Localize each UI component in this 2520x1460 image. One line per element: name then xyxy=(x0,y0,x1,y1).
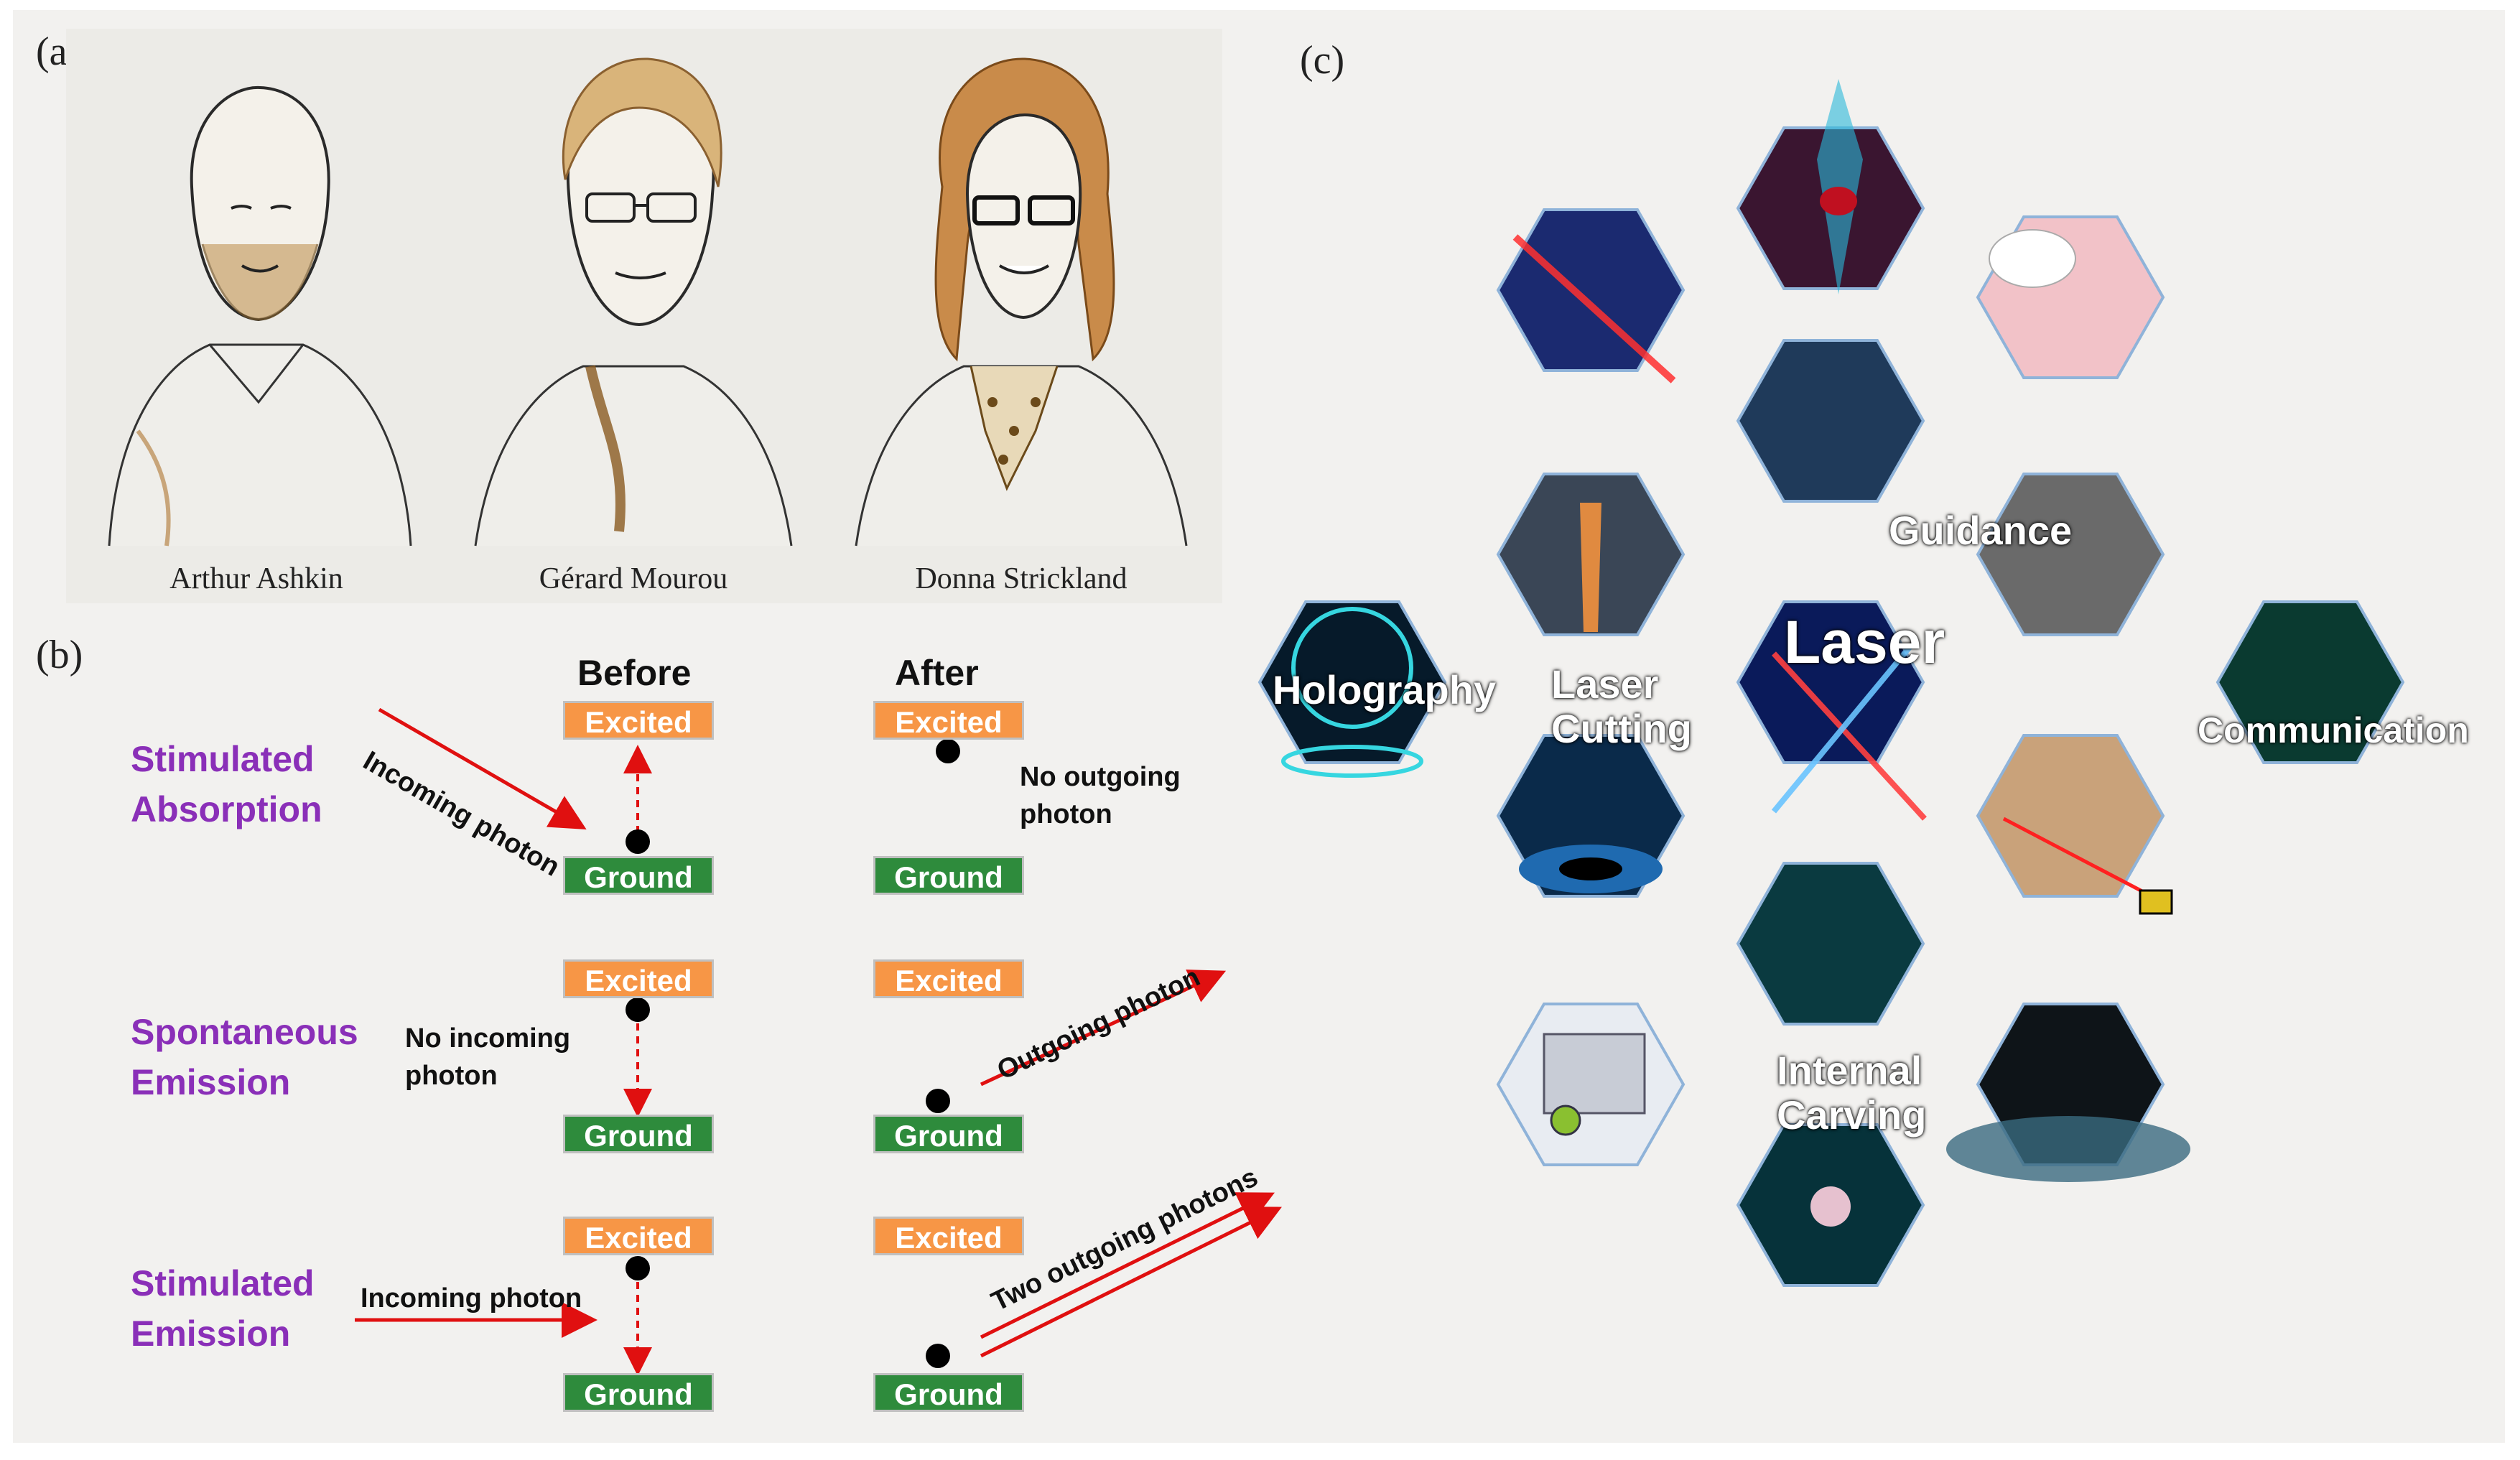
electron-before-2 xyxy=(626,998,650,1022)
outgoing-photon-arrow-3b xyxy=(980,1206,1282,1358)
panel-b-label: (b) xyxy=(36,633,83,677)
hex-barcode xyxy=(1496,208,1686,372)
portrait-mourou-drawing xyxy=(474,57,793,547)
process-label-row3-line2: Emission xyxy=(131,1313,291,1354)
electron-before-3 xyxy=(626,1256,650,1280)
ground-level-after-2: Ground xyxy=(873,1115,1024,1153)
incoming-photon-arrow-1 xyxy=(378,707,587,830)
portrait-ashkin: Arthur Ashkin xyxy=(66,29,447,603)
process-label-row1-line2: Absorption xyxy=(131,789,322,829)
hex-communication xyxy=(2216,600,2405,764)
laureate-name-ashkin: Arthur Ashkin xyxy=(169,562,343,595)
process-label-row2: Spontaneous Emission xyxy=(131,1007,358,1107)
electron-before-1 xyxy=(626,829,650,854)
no-incoming-photon-note: No incoming photon xyxy=(405,1020,570,1094)
laser-cutting-label-line1: Laser xyxy=(1551,661,1659,707)
process-label-row2-line1: Spontaneous xyxy=(131,1012,358,1052)
no-outgoing-photon-line1: No outgoing xyxy=(1020,762,1181,792)
process-label-row3: Stimulated Emission xyxy=(131,1258,315,1359)
no-incoming-photon-line2: photon xyxy=(405,1061,498,1091)
hex-distance-measurement xyxy=(1976,734,2165,898)
incoming-photon-label-row3: Incoming photon xyxy=(361,1283,582,1313)
excited-level-after-2: Excited xyxy=(873,959,1024,998)
holography-label: Holography xyxy=(1273,667,1497,712)
no-incoming-photon-line1: No incoming xyxy=(405,1023,571,1054)
excited-level-after-1: Excited xyxy=(873,701,1024,740)
electron-after-1 xyxy=(936,739,960,763)
internal-carving-label-line1: Internal xyxy=(1777,1048,1922,1093)
panel-c-label: (c) xyxy=(1300,38,1345,83)
ground-level-before-1: Ground xyxy=(563,856,714,895)
excited-level-before-2: Excited xyxy=(563,959,714,998)
process-label-row3-line1: Stimulated xyxy=(131,1263,315,1303)
portrait-ashkin-drawing xyxy=(108,85,412,547)
outgoing-photon-arrow-3a xyxy=(980,1192,1275,1339)
excited-level-after-3: Excited xyxy=(873,1217,1024,1255)
hex-optics-lab xyxy=(1736,862,1925,1026)
excited-level-before-3: Excited xyxy=(563,1217,714,1255)
internal-carving-label-line2: Carving xyxy=(1777,1092,1927,1138)
hex-satellite xyxy=(1736,339,1925,503)
hex-guidance xyxy=(1976,473,2165,636)
after-heading: After xyxy=(895,653,979,693)
laureate-name-mourou: Gérard Mourou xyxy=(539,562,728,595)
ground-level-after-1: Ground xyxy=(873,856,1024,895)
trapped-particle-icon xyxy=(1820,187,1857,215)
laser-cutting-label-line2: Cutting xyxy=(1551,705,1692,751)
process-label-row1: Stimulated Absorption xyxy=(131,734,322,834)
electron-after-3 xyxy=(926,1344,950,1368)
no-outgoing-photon-note: No outgoing photon xyxy=(1020,758,1181,833)
ground-level-before-3: Ground xyxy=(563,1373,714,1412)
before-heading: Before xyxy=(577,653,692,693)
ground-level-before-2: Ground xyxy=(563,1115,714,1153)
portrait-strickland-drawing xyxy=(855,57,1188,547)
laureate-portraits: Arthur Ashkin Gérard Mourou xyxy=(66,29,1222,603)
center-laser-label: Laser xyxy=(1784,608,1945,676)
portrait-mourou: Gérard Mourou xyxy=(447,29,820,603)
application-honeycomb xyxy=(1257,79,2405,1287)
ground-level-after-3: Ground xyxy=(873,1373,1024,1412)
internal-carving-label: Internal Carving xyxy=(1777,1048,1927,1137)
process-label-row2-line2: Emission xyxy=(131,1062,291,1102)
outgoing-photon-arrow-2 xyxy=(980,970,1227,1087)
laureate-name-strickland: Donna Strickland xyxy=(915,562,1128,595)
hex-holography xyxy=(1257,600,1447,764)
guidance-label: Guidance xyxy=(1889,508,2073,553)
laser-cutting-label: Laser Cutting xyxy=(1551,662,1692,750)
process-label-row1-line1: Stimulated xyxy=(131,739,315,779)
portrait-strickland: Donna Strickland xyxy=(820,29,1222,603)
communication-label: Communication xyxy=(2198,710,2469,750)
no-outgoing-photon-line2: photon xyxy=(1020,799,1112,829)
excited-level-before-1: Excited xyxy=(563,701,714,740)
electron-after-2 xyxy=(926,1089,950,1113)
